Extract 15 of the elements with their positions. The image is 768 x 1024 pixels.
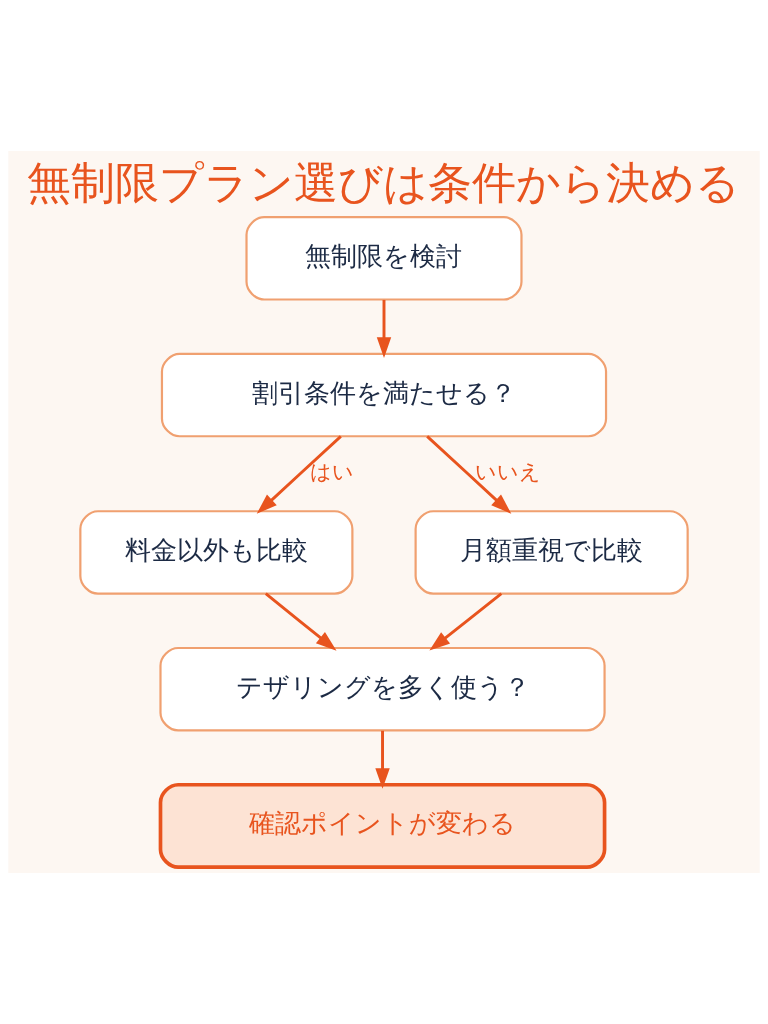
edge-label: はい: [309, 460, 354, 485]
node-box: 確認ポイントが変わる: [158, 782, 607, 869]
arrow: [256, 435, 342, 514]
arrow: [264, 592, 337, 651]
diagram-title: 無制限プラン選びは条件から決める: [27, 157, 741, 209]
edge-label: いいえ: [475, 460, 542, 485]
node-box: 料金以外も比較: [79, 510, 354, 595]
node-box: 無制限を検討: [245, 216, 523, 301]
arrow: [376, 299, 392, 358]
arrow: [375, 730, 390, 789]
arrow: [426, 435, 512, 514]
node-box: 割引条件を満たせる？: [160, 352, 608, 438]
arrow: [429, 592, 503, 651]
node-box: テザリングを多く使う？: [159, 646, 606, 732]
node-box: 月額重視で比較: [414, 510, 689, 595]
